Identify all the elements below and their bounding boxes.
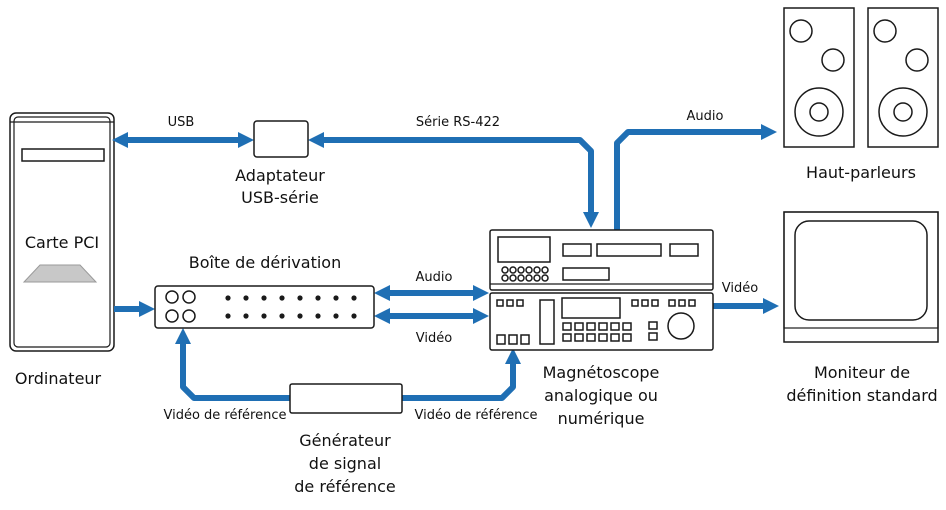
vtr-top-buttons [501,266,549,282]
vtr-transport-keys [562,322,632,342]
usb-serial-adapter [253,120,309,158]
reference-to-breakout-connection [175,328,290,401]
computer-tower [9,112,115,352]
pci-card-shape [22,264,98,283]
breakout-box [154,285,375,329]
computer-label: Ordinateur [15,369,102,388]
vtr-deck [489,229,714,351]
vtr-label-line2: analogique ou [544,386,658,405]
usb-label: USB [168,115,195,130]
computer-to-breakout-connection [114,301,155,317]
pci-card-label: Carte PCI [25,233,99,252]
serial-label: Série RS-422 [416,115,500,130]
audio-out-label: Audio [687,109,724,124]
generator-label-line3: de référence [294,477,395,496]
speaker-right [867,7,939,148]
adapter-label-line2: USB-série [241,188,319,207]
sd-monitor [783,211,939,343]
breakout-connector-dots [225,295,357,319]
generator-label-line1: Générateur [299,431,391,450]
monitor-label-line1: Moniteur de [814,363,910,382]
video-breakout-connection [374,308,489,324]
breakout-label: Boîte de dérivation [189,253,341,272]
video-breakout-label: Vidéo [416,331,452,346]
vtr-label-line1: Magnétoscope [543,363,660,382]
audio-breakout-connection [374,285,489,301]
video-out-connection [713,298,779,314]
jog-shuttle-dial [667,312,695,340]
adapter-label-line1: Adaptateur [235,166,325,185]
audio-out-connection [614,124,777,230]
reference-generator [289,383,403,414]
monitor-label-line2: définition standard [786,386,937,405]
video-out-label: Vidéo [722,281,758,296]
speaker-left [783,7,855,148]
reference-right-label: Vidéo de référence [414,408,537,423]
speakers-label: Haut-parleurs [806,163,916,182]
usb-connection [112,132,254,148]
vtr-label-line3: numérique [558,409,645,428]
serial-connection [308,132,599,228]
reference-left-label: Vidéo de référence [163,408,286,423]
generator-label-line2: de signal [309,454,381,473]
reference-to-vtr-connection [402,348,521,401]
audio-breakout-label: Audio [416,270,453,285]
